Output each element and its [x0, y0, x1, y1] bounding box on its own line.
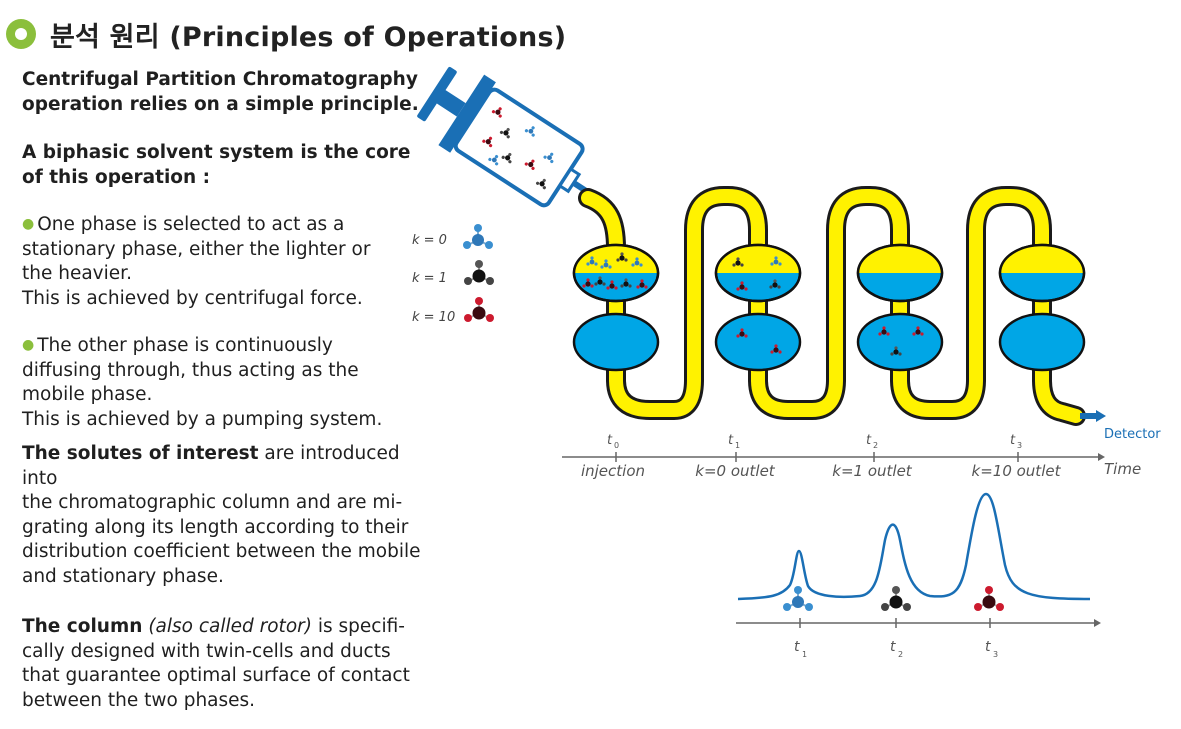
solutes-line-2: the chromatographic column and are mi- — [22, 492, 403, 513]
peak-t1-subscript: 1 — [802, 650, 807, 659]
cell-pair-1 — [572, 243, 660, 372]
peak-t1-label: t — [794, 639, 800, 655]
t1-label: t — [728, 433, 734, 448]
detector-label: Detector — [1104, 427, 1161, 442]
peak-t3-label: t — [985, 639, 991, 655]
timeline: t 0 t 1 t 2 t 3 injection k=0 outlet k=1… — [562, 433, 1141, 480]
time-axis-label: Time — [1104, 460, 1141, 478]
legend-k0-label: k = 0 — [412, 233, 447, 248]
peak1-solute-icon — [782, 585, 814, 612]
legend-k1-label: k = 1 — [412, 271, 447, 286]
k10-outlet-label: k=10 outlet — [972, 462, 1062, 480]
column-line-2: cally designed with twin-cells and ducts — [22, 640, 391, 662]
cell-pair-4 — [998, 243, 1086, 372]
peak-t2-label: t — [890, 639, 896, 655]
t2-label: t — [866, 433, 872, 448]
phase2-line-4: This is achieved by a pumping system. — [22, 408, 383, 430]
injection-label: injection — [581, 462, 645, 480]
detector-arrow-icon — [1080, 410, 1106, 422]
cell-pair-2 — [714, 243, 802, 372]
phase2-line-2: diffusing through, thus acting as the — [22, 359, 359, 381]
t0-subscript: 0 — [614, 441, 619, 450]
k1-solute-icon — [463, 259, 495, 286]
t1-subscript: 1 — [735, 441, 740, 450]
peak-t3-subscript: 3 — [993, 650, 998, 659]
ducts — [578, 186, 1086, 426]
phase1-line-3: the heavier. — [22, 263, 132, 284]
column-line-4: between the two phases. — [22, 689, 256, 711]
k10-solute-icon — [463, 296, 495, 323]
column-line-3: that guarantee optimal surface of contac… — [22, 665, 410, 686]
t3-subscript: 3 — [1017, 441, 1022, 450]
green-dot-icon: ● — [22, 216, 35, 232]
cell-pair-3 — [856, 243, 944, 372]
k1-outlet-label: k=1 outlet — [832, 462, 913, 480]
page-title: 분석 원리 (Principles of Operations) — [50, 21, 567, 53]
phase2-line-3: mobile phase. — [22, 384, 153, 405]
title-row: 분석 원리 (Principles of Operations) — [6, 14, 566, 54]
k0-outlet-label: k=0 outlet — [695, 462, 776, 480]
solutes-line-4: distribution coefficient between the mob… — [22, 541, 421, 562]
phase1-line-4: This is achieved by centrifugal force. — [22, 287, 363, 309]
phase1-line-2: stationary phase, either the lighter or — [22, 238, 371, 260]
phase2-line-1: ●The other phase is continuously — [22, 335, 333, 356]
solutes-line-5: and stationary phase. — [22, 565, 224, 587]
peak-t2-subscript: 2 — [898, 650, 903, 659]
column-line-1: The column (also called rotor) is specif… — [22, 616, 405, 637]
phase1-line-1: ●One phase is selected to act as a — [22, 214, 345, 235]
t2-subscript: 2 — [873, 441, 878, 450]
biphasic-line-2: of this operation : — [22, 166, 211, 188]
solutes-line-3: grating along its length according to th… — [22, 516, 409, 538]
intro-line-2: operation relies on a simple principle. — [22, 93, 419, 115]
green-dot-icon: ● — [22, 337, 35, 353]
bullet-circle-icon — [6, 19, 36, 49]
k0-solute-icon — [462, 223, 494, 250]
solutes-line-1: The solutes of interest are introduced i… — [22, 443, 400, 489]
syringe-icon — [417, 66, 594, 208]
description-text: Centrifugal Partition Chromatography ope… — [22, 68, 432, 713]
t3-label: t — [1010, 433, 1016, 448]
peak2-solute-icon — [880, 585, 912, 612]
chromatogram: t 1 t 2 t 3 — [736, 492, 1101, 659]
legend-k10-label: k = 10 — [412, 310, 455, 325]
peak3-solute-icon — [973, 585, 1005, 612]
solute-legend: k = 0 k = 1 k = 10 — [412, 223, 495, 325]
intro-line-1: Centrifugal Partition Chromatography — [22, 69, 418, 90]
t0-label: t — [607, 433, 613, 448]
biphasic-line-1: A biphasic solvent system is the core — [22, 142, 411, 163]
